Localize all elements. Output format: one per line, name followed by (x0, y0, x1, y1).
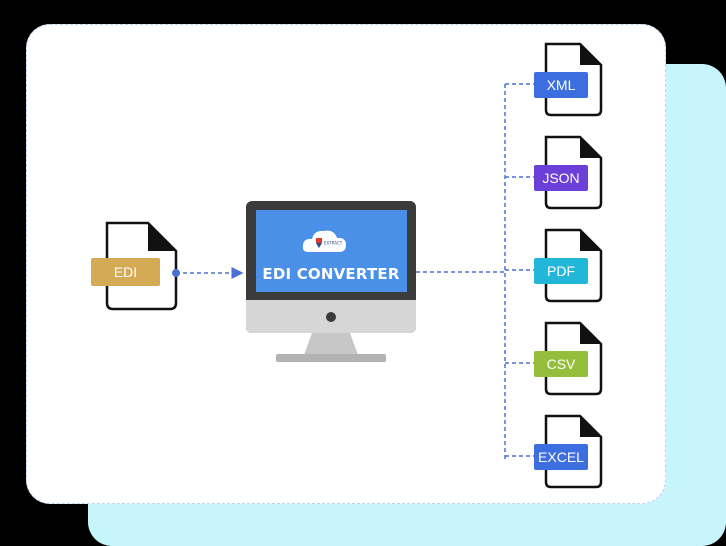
format-label: EXCEL (538, 449, 584, 465)
file-fold (580, 323, 601, 344)
brand-label: EXTRACT (324, 241, 343, 246)
format-label: PDF (547, 263, 575, 279)
converter-monitor: EXTRACT EDI CONVERTER (246, 201, 416, 362)
format-label: CSV (547, 356, 576, 372)
output-file-xml: XML (505, 42, 603, 117)
input-connector-dot (172, 269, 180, 277)
file-fold (580, 230, 601, 251)
format-label: JSON (542, 170, 579, 186)
output-file-excel: EXCEL (505, 414, 603, 489)
output-file-pdf: PDF (505, 228, 603, 303)
converter-title: EDI CONVERTER (262, 265, 399, 283)
format-badge (534, 72, 588, 98)
source-label: EDI (114, 264, 137, 280)
output-file-csv: CSV (505, 321, 603, 396)
file-fold (580, 44, 601, 65)
monitor-neck (304, 333, 358, 355)
monitor-power-button (326, 312, 336, 322)
file-fold (580, 137, 601, 158)
output-file-json: JSON (505, 135, 603, 210)
source-file-fold (148, 223, 176, 251)
format-badge (534, 165, 588, 191)
format-badge (534, 444, 588, 470)
format-badge (534, 351, 588, 377)
monitor-base (276, 354, 386, 362)
file-fold (580, 416, 601, 437)
output-files: XML JSON PDF CSV EXCEL (505, 42, 603, 489)
source-badge (91, 258, 160, 286)
brand-mark-shadow-icon (316, 243, 322, 248)
format-badge (534, 258, 588, 284)
cloud-logo-icon (302, 230, 346, 252)
source-file: EDI (91, 221, 178, 311)
brand-mark-icon (316, 238, 322, 243)
format-label: XML (547, 77, 576, 93)
